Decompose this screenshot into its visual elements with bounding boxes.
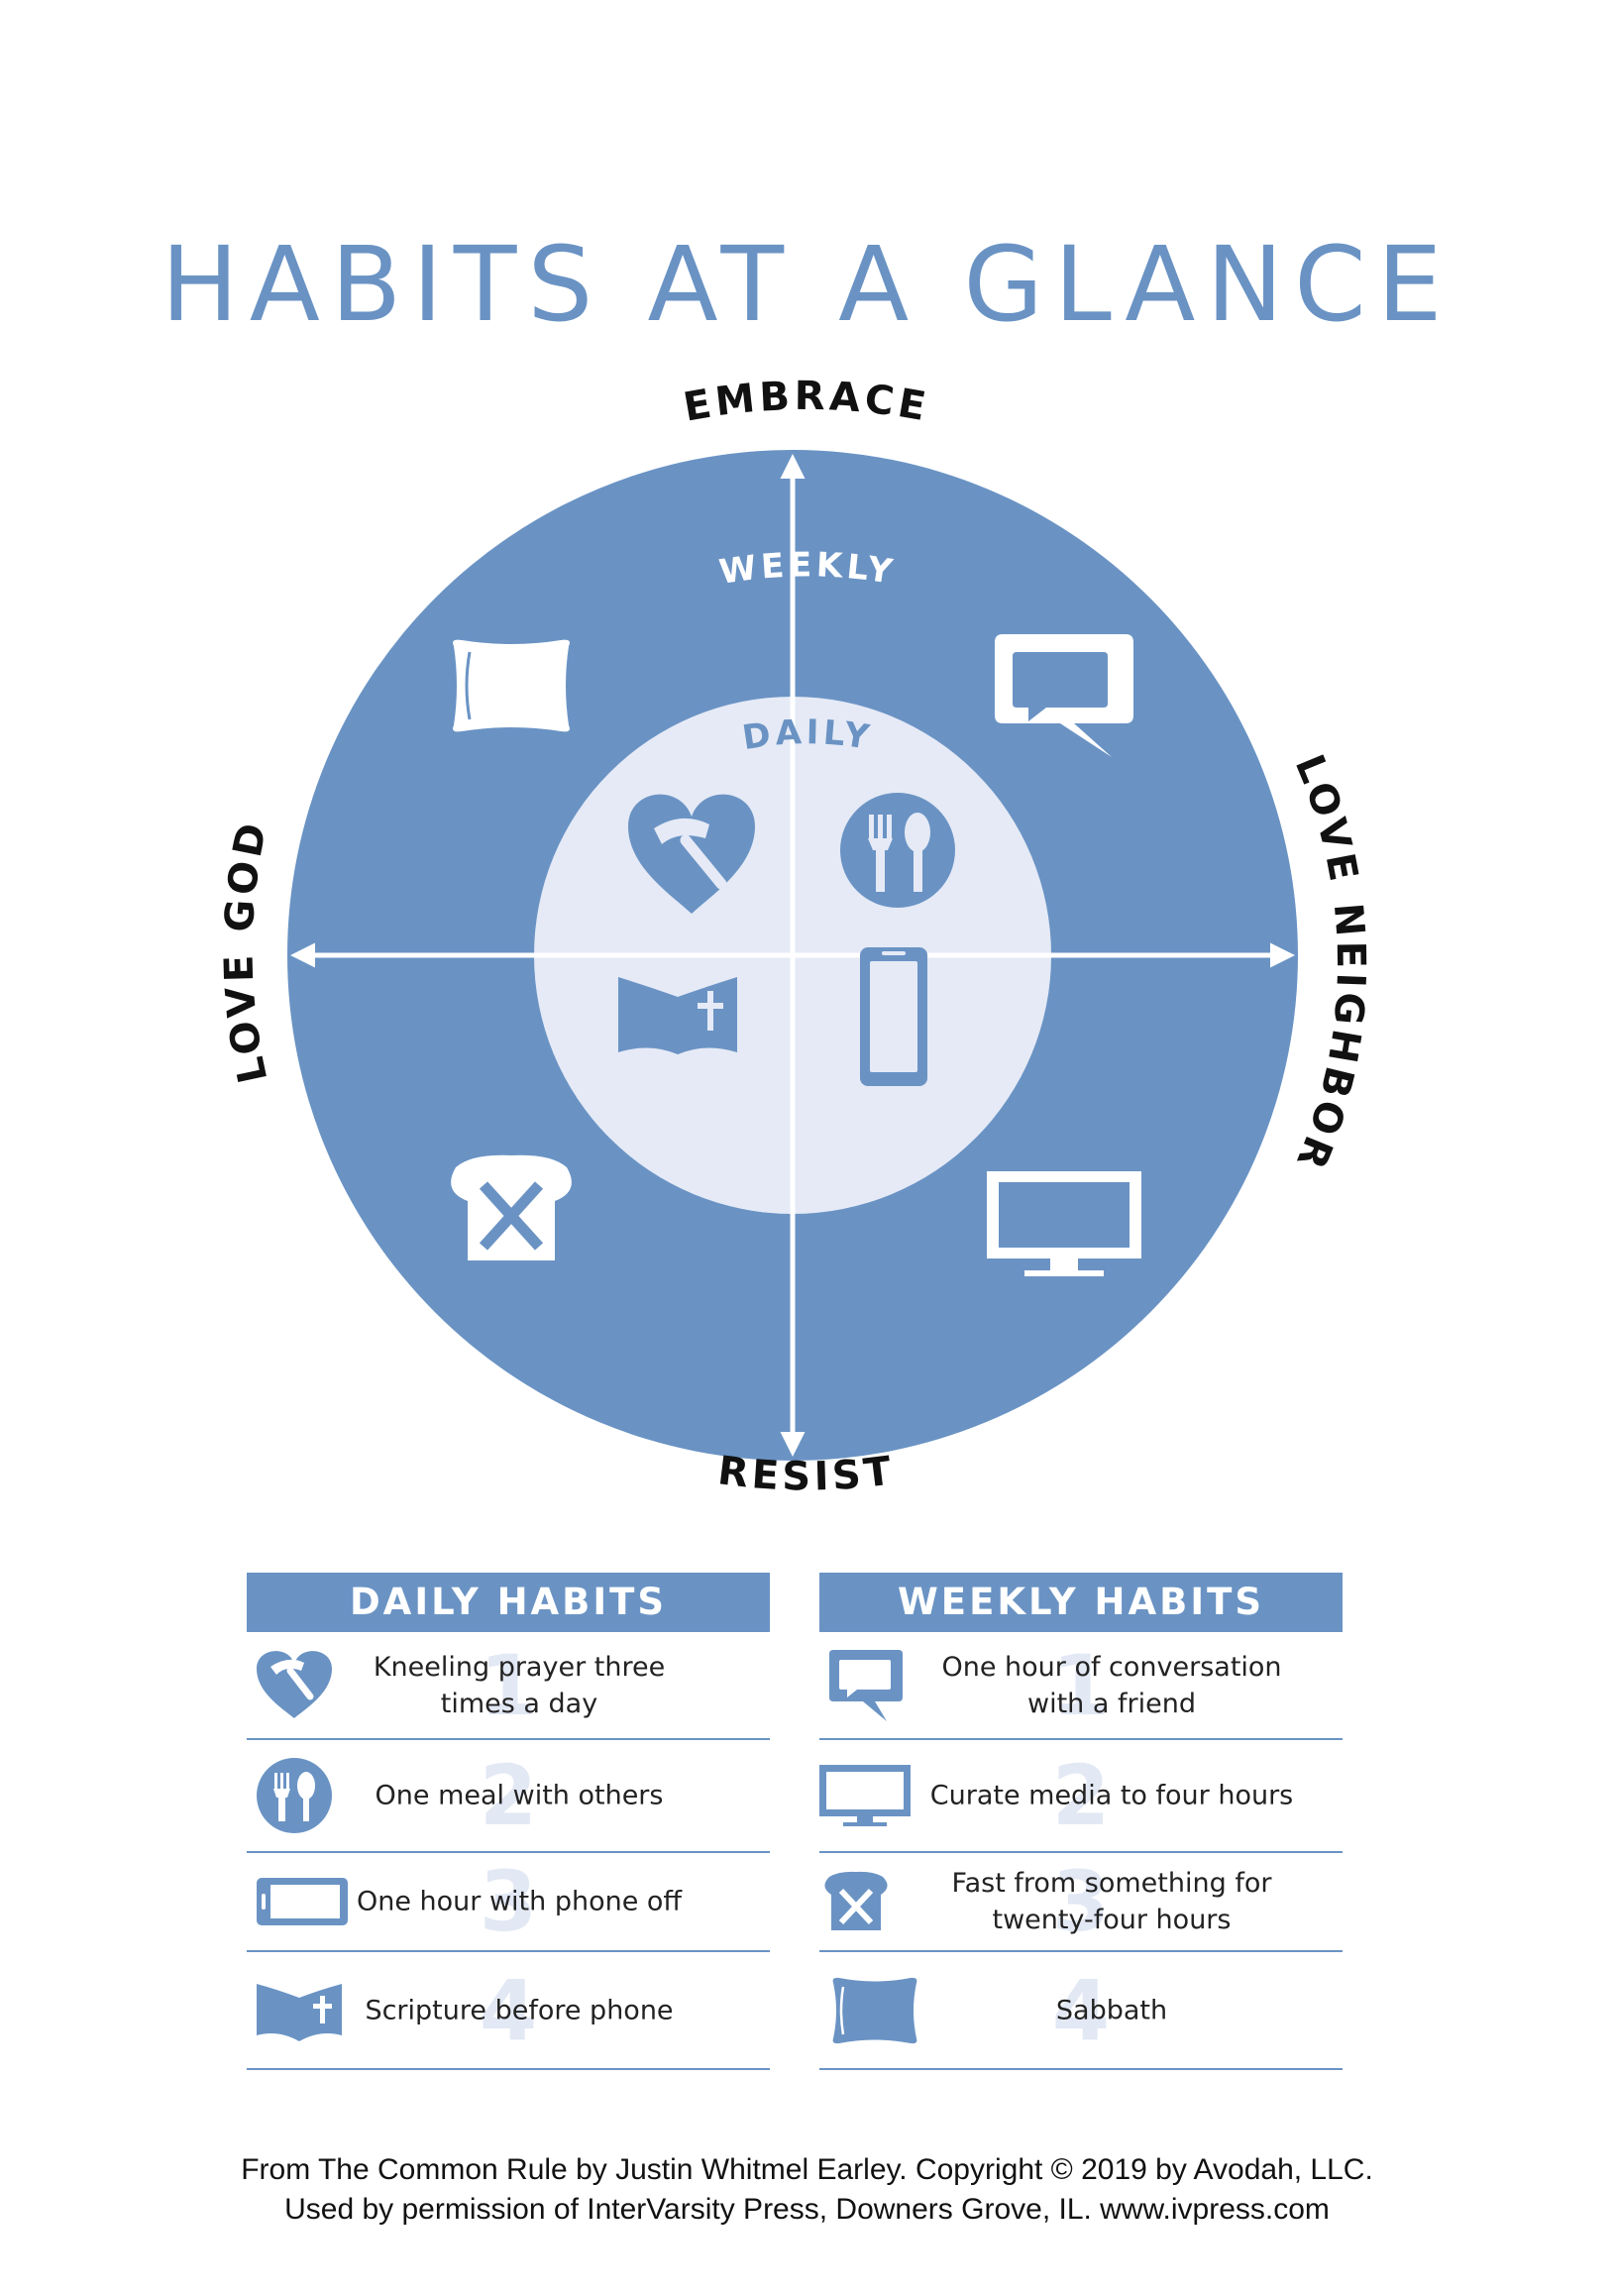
ring-label-weekly: WEEKLY — [716, 545, 899, 593]
habit-text-line2: twenty-four hours — [992, 1905, 1232, 1935]
row-number: 2 — [1051, 1747, 1111, 1844]
credits: From The Common Rule by Justin Whitmel E… — [0, 2150, 1614, 2230]
weekly-habits-header: WEEKLY HABITS — [819, 1573, 1343, 1632]
axis-label-top: EMBRACE — [681, 374, 933, 431]
fork-spoon-icon — [257, 1758, 332, 1833]
table-row: 4 Scripture before phone — [247, 1952, 770, 2070]
heart-hammer-icon — [257, 1650, 332, 1718]
speech-bubble-icon — [995, 634, 1133, 757]
habit-text-line1: Scripture before phone — [365, 1995, 674, 2025]
table-row: 3 One hour with phone off — [247, 1853, 770, 1952]
bible-icon — [257, 1983, 342, 2041]
row-number: 4 — [1051, 1961, 1111, 2059]
habit-text-line1: Sabbath — [1055, 1995, 1168, 2025]
row-number: 1 — [479, 1636, 538, 1734]
habit-text-line1: One meal with others — [375, 1780, 664, 1811]
row-number: 2 — [479, 1747, 538, 1844]
table-row: 2 Curate media to four hours — [819, 1740, 1343, 1853]
phone-icon — [860, 947, 927, 1086]
speech-bubble-icon — [829, 1649, 903, 1721]
table-row: 1 One hour of conversation with a friend — [819, 1632, 1343, 1740]
monitor-icon — [819, 1765, 911, 1826]
axis-label-right: LOVE NEIGHBOR — [1286, 748, 1373, 1178]
bread-x-icon — [451, 1154, 572, 1260]
row-number: 1 — [1051, 1636, 1111, 1734]
ring-label-daily: DAILY — [740, 712, 876, 758]
pillow-icon — [832, 1977, 917, 2043]
habit-text-line2: times a day — [440, 1688, 598, 1719]
habit-text-line2: with a friend — [1027, 1688, 1196, 1719]
page-title: HABITS AT A GLANCE — [161, 224, 1453, 345]
table-row: 4 Sabbath — [819, 1952, 1343, 2070]
bible-icon — [618, 977, 737, 1054]
credit-line-1: From The Common Rule by Justin Whitmel E… — [241, 2153, 1373, 2186]
table-row: 1 Kneeling prayer three times a day — [247, 1632, 770, 1740]
habits-wheel: EMBRACE RESIST LOVE GOD LOVE NEIGHBOR WE… — [216, 374, 1373, 1500]
habit-text-line1: One hour with phone off — [356, 1886, 683, 1917]
fork-spoon-icon — [840, 793, 955, 908]
monitor-icon — [987, 1171, 1141, 1276]
daily-habits-header: DAILY HABITS — [247, 1573, 770, 1632]
credit-line-2: Used by permission of InterVarsity Press… — [284, 2193, 1330, 2226]
row-number: 4 — [479, 1961, 538, 2059]
row-number: 3 — [1051, 1853, 1111, 1950]
heart-hammer-icon — [628, 794, 755, 914]
weekly-habits-table: WEEKLY HABITS 1 One hour of conversation… — [819, 1573, 1343, 2070]
axis-label-bottom: RESIST — [715, 1448, 898, 1499]
habit-text-line1: One hour of conversation — [941, 1651, 1282, 1683]
phone-icon — [257, 1878, 348, 1925]
table-row: 3 Fast from something for twenty-four ho… — [819, 1853, 1343, 1952]
table-row: 2 One meal with others — [247, 1740, 770, 1853]
daily-habits-table: DAILY HABITS 1 Kneeling prayer three tim… — [247, 1573, 770, 2070]
axis-label-left: LOVE GOD — [216, 816, 276, 1087]
habit-text-line1: Fast from something for — [951, 1868, 1272, 1899]
habit-text-line1: Curate media to four hours — [929, 1780, 1294, 1811]
habit-text-line1: Kneeling prayer three — [373, 1651, 666, 1683]
pillow-icon — [453, 639, 570, 732]
row-number: 3 — [479, 1853, 538, 1950]
bread-x-icon — [824, 1871, 888, 1930]
